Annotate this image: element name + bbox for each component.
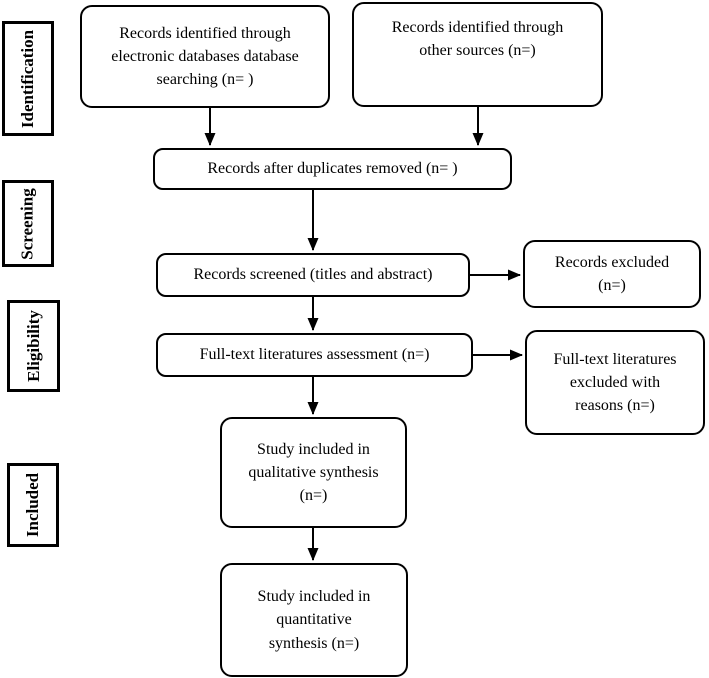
box-quantitative-synthesis: Study included in quantitative synthesis… <box>220 563 408 677</box>
stage-label-identification: Identification <box>2 21 54 136</box>
box-fulltext-assessment: Full-text literatures assessment (n=) <box>156 333 473 377</box>
stage-label-screening: Screening <box>2 180 54 267</box>
stage-label-identification-text: Identification <box>18 29 38 128</box>
box-fulltext-excluded-reasons: Full-text literatures excluded with reas… <box>525 330 705 435</box>
box-records-screened: Records screened (titles and abstract) <box>156 253 470 297</box>
box-records-identified-other-sources: Records identified through other sources… <box>352 2 603 107</box>
stage-label-screening-text: Screening <box>18 187 37 260</box>
stage-label-eligibility-text: Eligibility <box>23 310 43 382</box>
box-qualitative-synthesis: Study included in qualitative synthesis … <box>220 417 407 528</box>
stage-label-eligibility: Eligibility <box>7 300 60 392</box>
box-records-identified-databases: Records identified through electronic da… <box>80 5 330 108</box>
stage-label-included-text: Included <box>23 472 42 538</box>
box-records-excluded: Records excluded (n=) <box>523 240 701 308</box>
box-records-after-duplicates-removed: Records after duplicates removed (n= ) <box>153 148 512 190</box>
stage-label-included: Included <box>7 463 59 547</box>
